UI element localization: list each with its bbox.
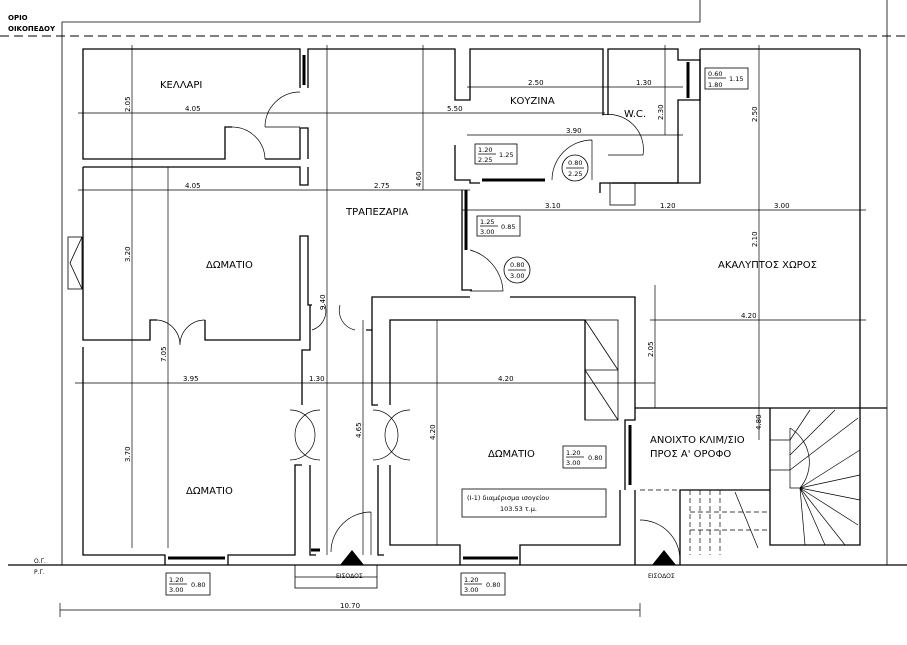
ground-label-og: Ο.Γ. <box>34 558 46 565</box>
window-tag-top: 1.20 <box>464 576 478 584</box>
dim-label: 2.05 <box>647 341 655 357</box>
doors <box>156 91 681 561</box>
dim-label: 4.05 <box>185 105 201 113</box>
ground-label-rg: Ρ.Γ. <box>34 569 45 576</box>
dimension-lines <box>59 45 866 617</box>
room-label-room: ΔΩΜΑΤΙΟ <box>186 486 233 497</box>
plot-boundary: ΟΡΙΟ ΟΙΚΟΠΕΔΟΥ <box>0 0 907 565</box>
staircase <box>640 409 861 555</box>
room-label-dining: ΤΡΑΠΕΖΑΡΙΑ <box>345 207 408 218</box>
dim-label: 4.05 <box>185 182 201 190</box>
dim-label: 10.70 <box>340 602 360 610</box>
dim-label: 3.10 <box>545 202 561 210</box>
dim-label: 3.00 <box>774 202 790 210</box>
door-tag-top: 0.80 <box>510 261 524 269</box>
dim-label: 2.75 <box>374 182 390 190</box>
window-tag: 1.25 3.00 0.85 <box>476 215 521 237</box>
window-tag-bottom: 3.00 <box>566 459 580 467</box>
dim-label: 7.05 <box>160 346 168 362</box>
dim-label: 1.20 <box>660 202 676 210</box>
room-labels: ΚΕΛΛΑΡΙ ΚΟΥΖΙΝΑ W.C. ΤΡΑΠΕΖΑΡΙΑ ΔΩΜΑΤΙΟ … <box>160 80 817 497</box>
window-tag-top: 0.60 <box>708 70 722 78</box>
dim-label: 4.20 <box>429 424 437 440</box>
dim-label: 2.05 <box>124 96 132 112</box>
room-label-room: ΔΩΜΑΤΙΟ <box>206 260 253 271</box>
dim-label: 4.60 <box>415 171 423 187</box>
window-tag-top: 1.25 <box>480 218 494 226</box>
dim-label: 3.95 <box>183 375 199 383</box>
plot-boundary-label: ΟΙΚΟΠΕΔΟΥ <box>8 25 56 33</box>
dim-label: 5.50 <box>447 105 463 113</box>
plot-boundary-label: ΟΡΙΟ <box>8 14 28 22</box>
dimension-labels: 4.05 5.50 2.50 1.30 3.90 4.05 2.75 3.10 … <box>124 79 790 610</box>
entrance-arrow-icon <box>340 550 364 565</box>
window-tag-side: 0.80 <box>191 581 205 589</box>
room-label-kitchen: ΚΟΥΖΙΝΑ <box>510 96 555 107</box>
window-tag-bottom: 2.25 <box>478 156 492 164</box>
entrance-label: ΕΙΣΟΔΟΣ <box>648 573 675 580</box>
window-tag-bottom: 3.00 <box>464 586 478 594</box>
walls <box>67 48 887 589</box>
window-tag: 1.20 2.25 1.25 <box>474 143 518 165</box>
ground-line: Ο.Γ. Ρ.Γ. <box>8 558 907 576</box>
room-label-cellar: ΚΕΛΛΑΡΙ <box>160 80 202 91</box>
window-tag-top: 1.20 <box>566 449 580 457</box>
door-tag-top: 0.80 <box>568 159 582 167</box>
dim-label: 2.50 <box>751 106 759 122</box>
door-tag-bottom: 2.25 <box>568 170 582 178</box>
window-tag-bottom: 3.00 <box>169 586 183 594</box>
room-label-staircase: ΑΝΟΙΧΤΟ ΚΛΙΜ/ΣΙΟ <box>650 435 745 446</box>
window-tag-top: 1.20 <box>169 576 183 584</box>
unit-name: (Ι-1) διαμέρισμα ισογείου <box>467 494 549 502</box>
window-tag-bottom: 3.00 <box>480 228 494 236</box>
dim-label: 4.20 <box>741 312 757 320</box>
dim-label: 4.65 <box>355 422 363 438</box>
dim-label: 9.40 <box>319 294 327 310</box>
dim-label: 1.30 <box>636 79 652 87</box>
window-tag-top: 1.20 <box>478 146 492 154</box>
entrance-markers: ΕΙΣΟΔΟΣ ΕΙΣΟΔΟΣ <box>336 550 676 580</box>
dim-label: 2.10 <box>751 231 759 247</box>
room-label-room: ΔΩΜΑΤΙΟ <box>488 449 535 460</box>
entrance-label: ΕΙΣΟΔΟΣ <box>336 573 363 580</box>
window-tag-side: 1.25 <box>499 151 513 159</box>
dim-label: 2.50 <box>528 79 544 87</box>
door-tag-bottom: 3.00 <box>510 272 524 280</box>
room-label-open-space: ΑΚΑΛΥΠΤΟΣ ΧΩΡΟΣ <box>718 260 817 271</box>
dim-label: 3.90 <box>566 127 582 135</box>
room-label-wc: W.C. <box>624 109 646 120</box>
dim-label: 4.20 <box>498 375 514 383</box>
entrance-arrow-icon <box>652 550 676 565</box>
window-tag-side: 0.80 <box>588 454 602 462</box>
window-tag: 1.20 3.00 0.80 <box>460 572 506 596</box>
window-tag: 1.20 3.00 0.80 <box>562 445 607 469</box>
window-tag: 1.20 3.00 0.80 <box>165 572 211 596</box>
dim-label: 3.20 <box>124 246 132 262</box>
door-tag: 0.80 2.25 <box>561 154 589 182</box>
dim-label: 1.30 <box>309 375 325 383</box>
dim-label: 3.70 <box>124 446 132 462</box>
dim-label: 2.30 <box>657 104 665 120</box>
unit-area: 103.53 τ.μ. <box>500 505 537 513</box>
window-tag: 0.60 1.80 1.15 <box>704 67 749 90</box>
dim-label: 4.80 <box>755 414 763 430</box>
window-tag-side: 0.85 <box>501 223 515 231</box>
room-label-staircase: ΠΡΟΣ Α' ΟΡΟΦΟ <box>650 449 731 460</box>
unit-area-box: (Ι-1) διαμέρισμα ισογείου 103.53 τ.μ. <box>461 488 607 518</box>
window-tag-side: 1.15 <box>729 75 743 83</box>
window-tag-side: 0.80 <box>486 581 500 589</box>
window-tag-bottom: 1.80 <box>708 81 722 89</box>
door-tag: 0.80 3.00 <box>503 256 531 284</box>
windows <box>168 55 690 560</box>
